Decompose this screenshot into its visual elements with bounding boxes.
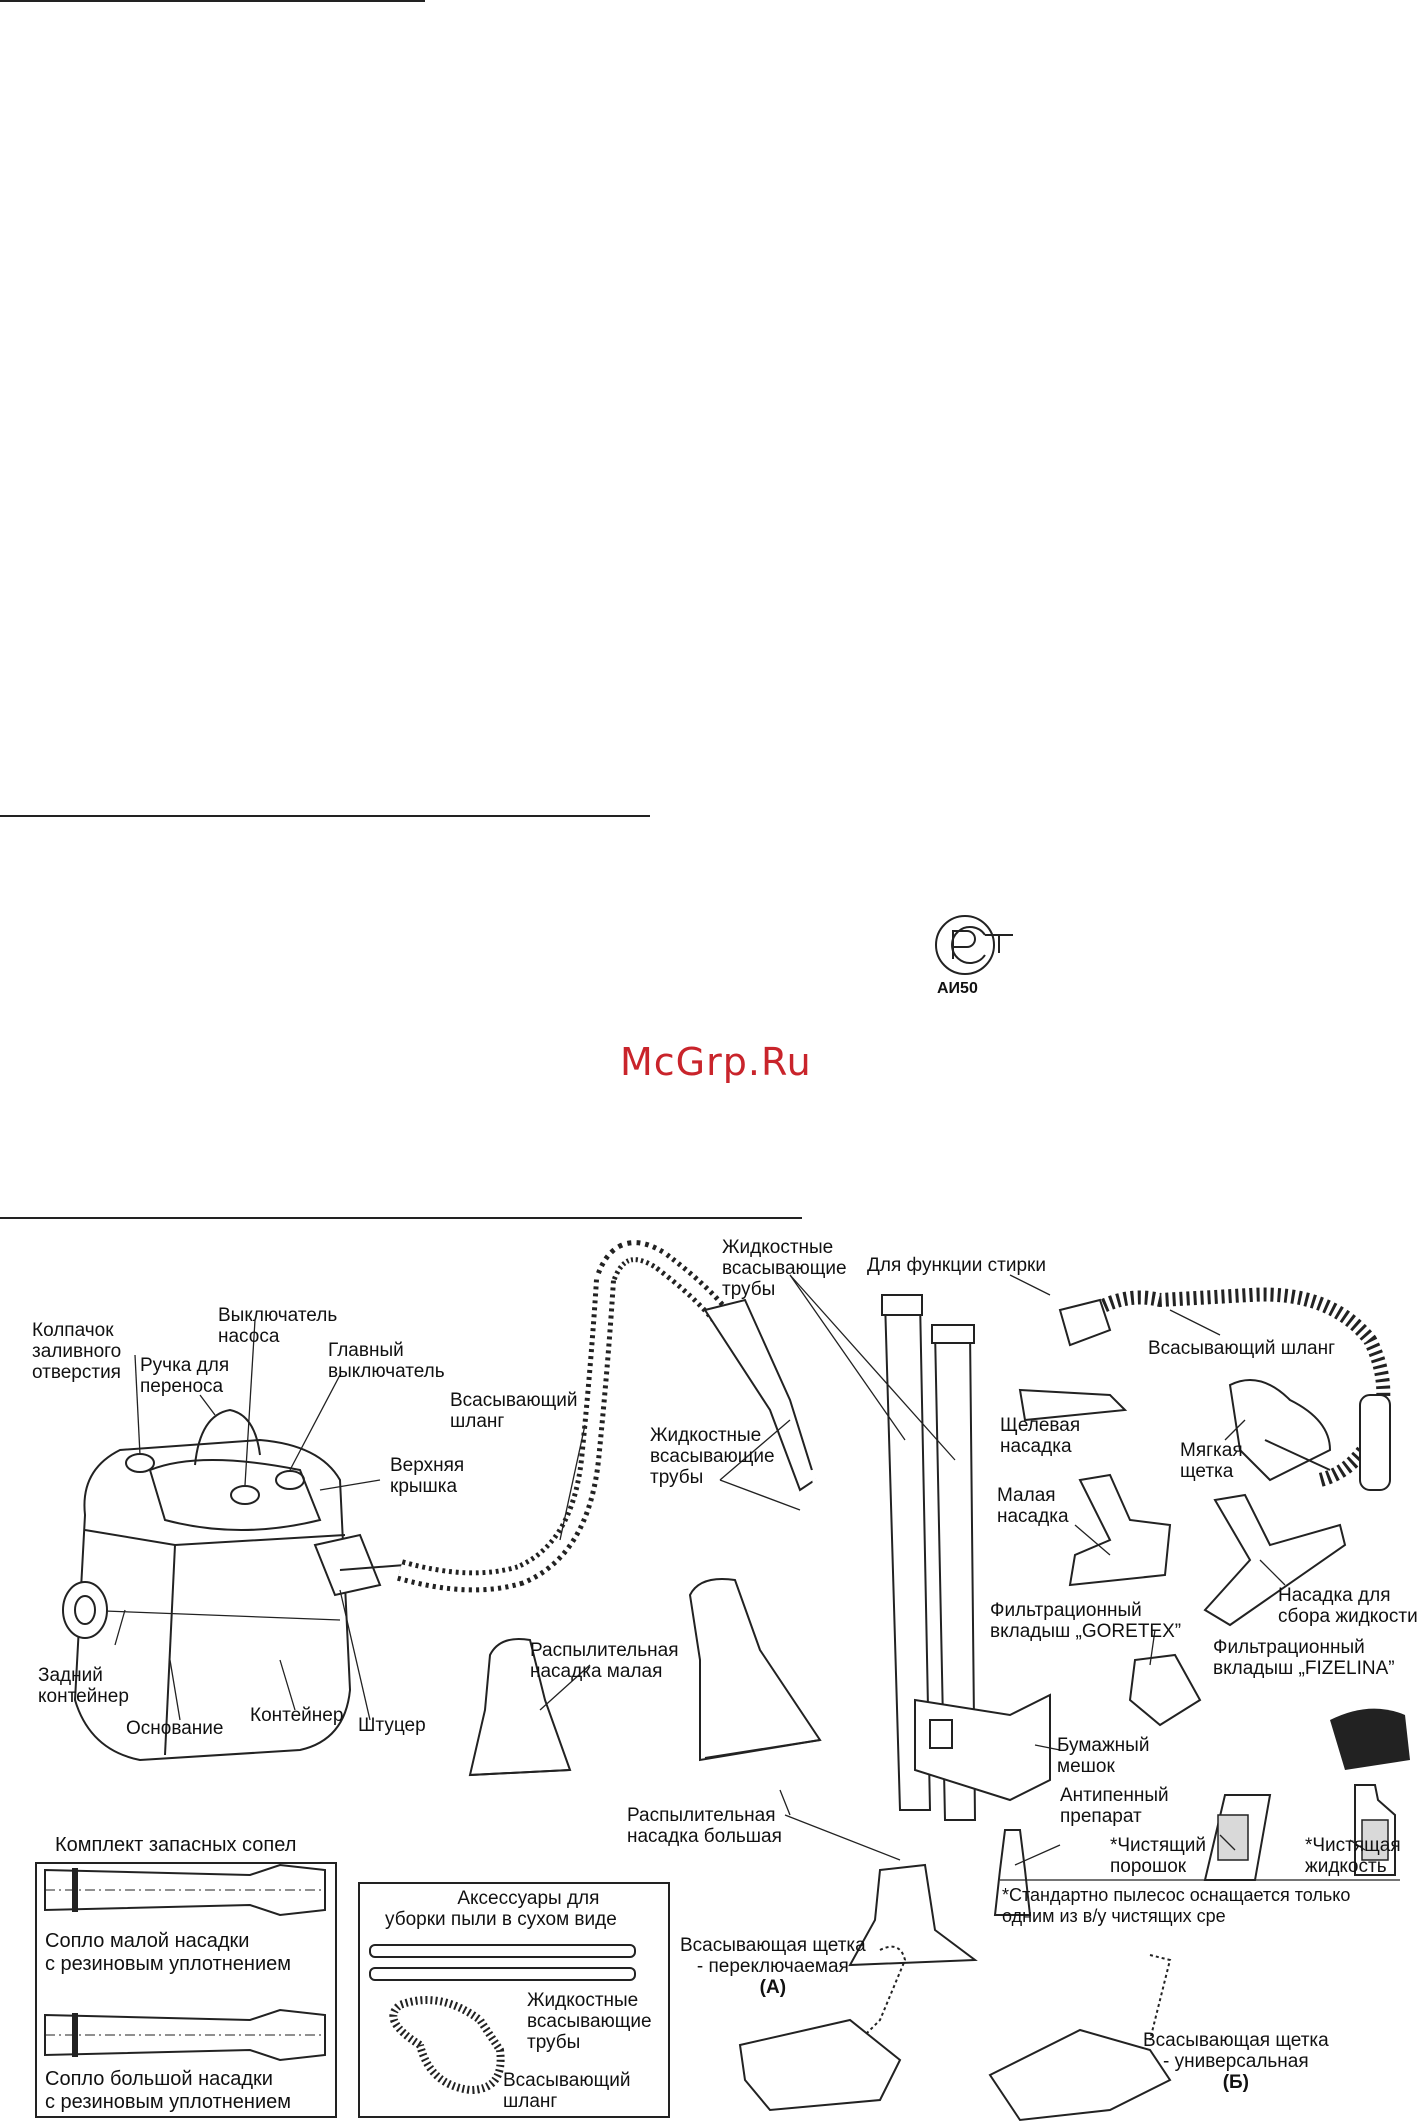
spare-nozzles-title: Комплект запасных сопел <box>55 1834 297 1856</box>
label-fitting: Штуцер <box>358 1715 426 1736</box>
label-base: Основание <box>126 1718 224 1739</box>
middle-rule <box>0 815 650 817</box>
lower-rule <box>0 1217 802 1219</box>
vacuum-body-drawing <box>62 1408 406 1762</box>
certification-code: АИ50 <box>937 980 978 997</box>
label-wash-function: Для функции стирки <box>867 1255 1046 1276</box>
label-brush-universal: Всасывающая щетка- универсальная(Б) <box>1143 2030 1329 2093</box>
label-wash-hose: Всасывающий шланг <box>1148 1338 1336 1359</box>
spare-nozzles-box <box>35 1862 337 2118</box>
dry-accessories-box <box>358 1882 670 2118</box>
watermark: McGrp.Ru <box>620 1040 812 1084</box>
label-brush-switchable: Всасывающая щетка- переключаемая(А) <box>680 1935 866 1998</box>
label-container: Контейнер <box>250 1705 344 1726</box>
top-rule <box>0 0 425 2</box>
